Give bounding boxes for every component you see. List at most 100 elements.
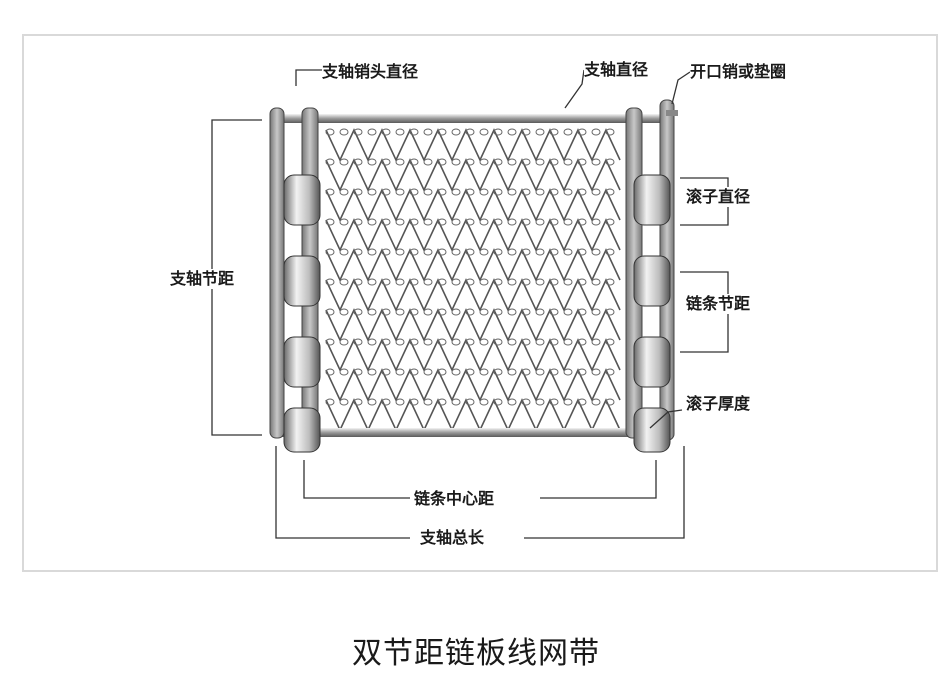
dim-center-right bbox=[540, 460, 657, 499]
mesh-row bbox=[325, 128, 621, 162]
mesh-coil bbox=[605, 188, 615, 196]
mesh-coil bbox=[325, 308, 335, 316]
mesh-coil bbox=[465, 188, 475, 196]
mesh-coil bbox=[339, 158, 349, 166]
mesh-coil bbox=[325, 368, 335, 376]
mesh-coil bbox=[325, 248, 335, 256]
roller bbox=[283, 255, 321, 307]
mesh-coil bbox=[451, 308, 461, 316]
mesh-coil bbox=[409, 308, 419, 316]
mesh-coil bbox=[479, 128, 489, 136]
mesh-coil bbox=[493, 248, 503, 256]
mesh-coil bbox=[423, 368, 433, 376]
mesh-coil bbox=[563, 278, 573, 286]
mesh-coil bbox=[493, 188, 503, 196]
mesh-coil bbox=[521, 128, 531, 136]
dim-center-left bbox=[303, 460, 410, 499]
right-chain bbox=[625, 99, 678, 453]
mesh-coil bbox=[437, 368, 447, 376]
mesh-coil bbox=[563, 368, 573, 376]
mesh-coil bbox=[493, 128, 503, 136]
mesh-coil bbox=[381, 248, 391, 256]
mesh-coil bbox=[423, 218, 433, 226]
mesh-row bbox=[325, 338, 621, 372]
mesh-coil bbox=[479, 248, 489, 256]
mesh-coil bbox=[437, 398, 447, 406]
mesh-coil bbox=[409, 368, 419, 376]
label-shaft-pitch: 支轴节距 bbox=[170, 269, 235, 289]
mesh-coil bbox=[549, 128, 559, 136]
cotter-pin bbox=[666, 110, 678, 116]
mesh-coil bbox=[395, 308, 405, 316]
mesh-coil bbox=[605, 248, 615, 256]
mesh-coil bbox=[451, 188, 461, 196]
mesh-coil bbox=[577, 158, 587, 166]
mesh-coil bbox=[591, 338, 601, 346]
mesh-coil bbox=[563, 398, 573, 406]
roller bbox=[633, 336, 671, 388]
mesh-coil bbox=[605, 398, 615, 406]
label-shaft-diameter: 支轴直径 bbox=[584, 60, 649, 80]
mesh-coil bbox=[479, 278, 489, 286]
mesh-coil bbox=[381, 338, 391, 346]
mesh-coil bbox=[395, 278, 405, 286]
mesh-coil bbox=[507, 248, 517, 256]
mesh-coil bbox=[577, 308, 587, 316]
mesh-coil bbox=[605, 218, 615, 226]
mesh-coil bbox=[437, 158, 447, 166]
label-cotter-or-washer: 开口销或垫圈 bbox=[690, 62, 787, 82]
mesh-coil bbox=[591, 128, 601, 136]
mesh-coil bbox=[451, 218, 461, 226]
mesh-coil bbox=[591, 278, 601, 286]
mesh-coil bbox=[339, 188, 349, 196]
mesh-row bbox=[325, 308, 621, 342]
mesh-coil bbox=[423, 398, 433, 406]
mesh-coil bbox=[479, 338, 489, 346]
leader-shaft-diameter bbox=[564, 69, 585, 109]
mesh-row bbox=[325, 278, 621, 312]
roller bbox=[633, 255, 671, 307]
roller bbox=[283, 407, 321, 453]
label-roller-diameter: 滚子直径 bbox=[686, 187, 751, 207]
mesh-coil bbox=[591, 308, 601, 316]
mesh-coil bbox=[521, 368, 531, 376]
mesh-coil bbox=[535, 308, 545, 316]
mesh-coil bbox=[591, 218, 601, 226]
mesh-coil bbox=[507, 278, 517, 286]
mesh-coil bbox=[493, 278, 503, 286]
mesh-coil bbox=[535, 128, 545, 136]
mesh-coil bbox=[381, 398, 391, 406]
mesh-row bbox=[325, 188, 621, 222]
cross-shafts bbox=[272, 114, 672, 437]
mesh-coil bbox=[549, 158, 559, 166]
mesh-coil bbox=[479, 188, 489, 196]
label-pin-diameter: 支轴销头直径 bbox=[322, 62, 419, 82]
mesh-coil bbox=[437, 128, 447, 136]
mesh-coil bbox=[549, 218, 559, 226]
mesh-coil bbox=[521, 188, 531, 196]
mesh-row bbox=[325, 218, 621, 252]
mesh-coil bbox=[465, 158, 475, 166]
mesh-coil bbox=[353, 398, 363, 406]
mesh-coil bbox=[479, 158, 489, 166]
mesh-coil bbox=[591, 368, 601, 376]
mesh-coil bbox=[409, 338, 419, 346]
mesh-coil bbox=[395, 188, 405, 196]
mesh-coil bbox=[479, 308, 489, 316]
roller bbox=[283, 336, 321, 388]
mesh-coil bbox=[325, 188, 335, 196]
mesh-coil bbox=[381, 188, 391, 196]
mesh-coil bbox=[507, 338, 517, 346]
mesh-coil bbox=[451, 248, 461, 256]
mesh-coil bbox=[591, 158, 601, 166]
mesh-coil bbox=[367, 278, 377, 286]
mesh-coil bbox=[353, 128, 363, 136]
mesh-coil bbox=[451, 278, 461, 286]
mesh-coil bbox=[395, 338, 405, 346]
mesh-coil bbox=[535, 158, 545, 166]
mesh-coil bbox=[409, 218, 419, 226]
mesh-coil bbox=[409, 248, 419, 256]
roller bbox=[283, 174, 321, 226]
mesh-coil bbox=[507, 368, 517, 376]
mesh-coil bbox=[465, 128, 475, 136]
